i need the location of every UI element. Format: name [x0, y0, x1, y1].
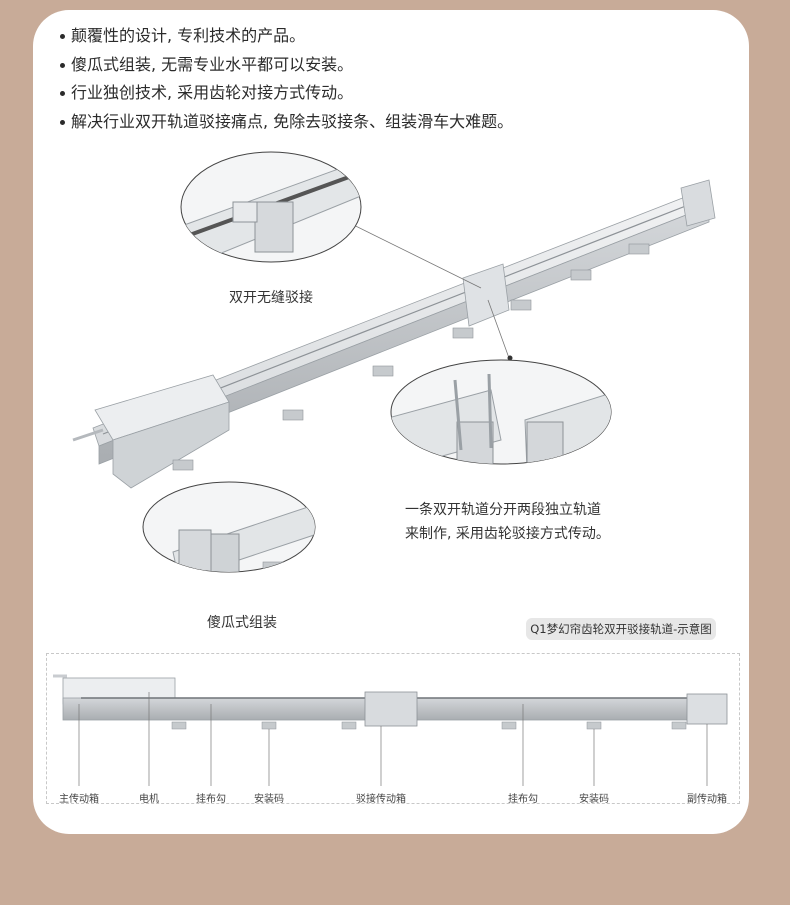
part-label-hook-2: 挂布勾 — [508, 794, 538, 805]
feature-list: 颠覆性的设计, 专利技术的产品。 傻瓜式组装, 无需专业水平都可以安装。 行业独… — [60, 22, 513, 136]
schematic-diagram: 主传动箱 电机 挂布勾 安装码 驳接传动箱 挂布勾 安装码 副传动箱 — [46, 653, 740, 805]
feature-item: 颠覆性的设计, 专利技术的产品。 — [60, 22, 513, 51]
part-label-hook: 挂布勾 — [196, 794, 226, 805]
schematic-rail — [53, 674, 728, 786]
feature-item: 解决行业双开轨道驳接痛点, 免除去驳接条、组装滑车大难题。 — [60, 108, 513, 137]
label-seamless: 双开无缝驳接 — [229, 289, 313, 306]
part-label-joint-gearbox: 驳接传动箱 — [356, 794, 406, 805]
zoom-seamless-joint — [180, 151, 362, 263]
product-card: 颠覆性的设计, 专利技术的产品。 傻瓜式组装, 无需专业水平都可以安装。 行业独… — [33, 10, 749, 834]
part-label-bracket-2: 安装码 — [579, 794, 609, 805]
zoom-split-rail — [390, 359, 612, 465]
diagram-title: Q1梦幻帘齿轮双开驳接轨道-示意图 — [526, 618, 716, 640]
label-split-rail: 一条双开轨道分开两段独立轨道 来制作, 采用齿轮驳接方式传动。 — [405, 502, 610, 542]
part-label-motor: 电机 — [139, 794, 159, 805]
long-rail — [72, 179, 716, 489]
label-easy-assembly: 傻瓜式组装 — [207, 615, 277, 631]
part-label-main-gearbox: 主传动箱 — [59, 794, 99, 805]
part-label-bracket: 安装码 — [254, 794, 284, 805]
zoom-easy-assembly — [142, 481, 316, 573]
feature-item: 行业独创技术, 采用齿轮对接方式传动。 — [60, 79, 513, 108]
rail-illustration: 双开无缝驳接 — [72, 151, 716, 573]
feature-item: 傻瓜式组装, 无需专业水平都可以安装。 — [60, 51, 513, 80]
part-label-secondary-gearbox: 副传动箱 — [687, 794, 727, 805]
